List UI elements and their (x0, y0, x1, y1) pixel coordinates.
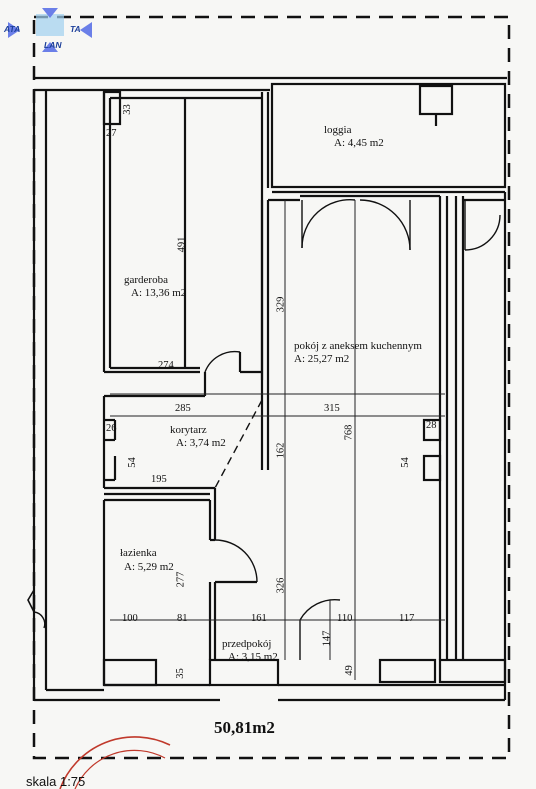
room-korytarz-area: A: 3,74 m2 (176, 437, 226, 449)
dim-54-right: 54 (399, 457, 411, 468)
dim-110: 110 (337, 613, 353, 624)
room-pokoj-area: A: 25,27 m2 (294, 353, 350, 365)
logo-left-text: ATA (4, 24, 21, 34)
dim-274: 274 (158, 360, 174, 371)
room-loggia-area: A: 4,45 m2 (334, 137, 384, 149)
walls (27, 76, 507, 702)
dim-161: 161 (251, 613, 267, 624)
logo-right-text: TA (70, 24, 81, 34)
dimension-lines (110, 200, 445, 680)
dim-35: 35 (174, 668, 186, 679)
scale-label: skala 1:75 (26, 774, 86, 789)
dim-315: 315 (324, 403, 340, 414)
logo-bottom-text: LAN (44, 40, 62, 50)
dim-28: 28 (426, 420, 437, 431)
total-area: 50,81m2 (214, 718, 275, 737)
company-logo (8, 8, 92, 52)
dim-162: 162 (275, 442, 287, 459)
dim-277: 277 (175, 571, 187, 588)
room-lazienka-area: A: 5,29 m2 (124, 561, 174, 573)
room-przedpokoj-area: A: 3,15 m2 (228, 651, 278, 663)
dim-81: 81 (177, 613, 188, 624)
dim-27: 27 (106, 128, 117, 139)
dim-768: 768 (343, 424, 355, 441)
dashed-partitions (214, 399, 263, 489)
dim-49: 49 (343, 665, 355, 676)
room-loggia-name: loggia (324, 124, 352, 136)
room-lazienka-name: łazienka (120, 547, 157, 559)
dim-117: 117 (399, 613, 415, 624)
room-garderoba-area: A: 13,36 m2 (131, 287, 187, 299)
dim-147: 147 (321, 630, 333, 647)
dim-285: 285 (175, 403, 191, 414)
dim-100: 100 (122, 613, 138, 624)
room-przedpokoj-name: przedpokój (222, 638, 272, 650)
dim-329: 329 (275, 296, 287, 313)
room-pokoj-name: pokój z aneksem kuchennym (294, 340, 422, 352)
dim-54-left: 54 (126, 457, 138, 468)
room-korytarz-name: korytarz (170, 424, 207, 436)
dim-33: 33 (121, 104, 133, 115)
room-garderoba-name: garderoba (124, 274, 168, 286)
dim-326: 326 (275, 577, 287, 594)
dim-491: 491 (176, 236, 188, 253)
dim-195: 195 (151, 474, 167, 485)
dim-26: 26 (106, 423, 117, 434)
stamp (59, 736, 171, 789)
outer-boundary (32, 15, 511, 760)
